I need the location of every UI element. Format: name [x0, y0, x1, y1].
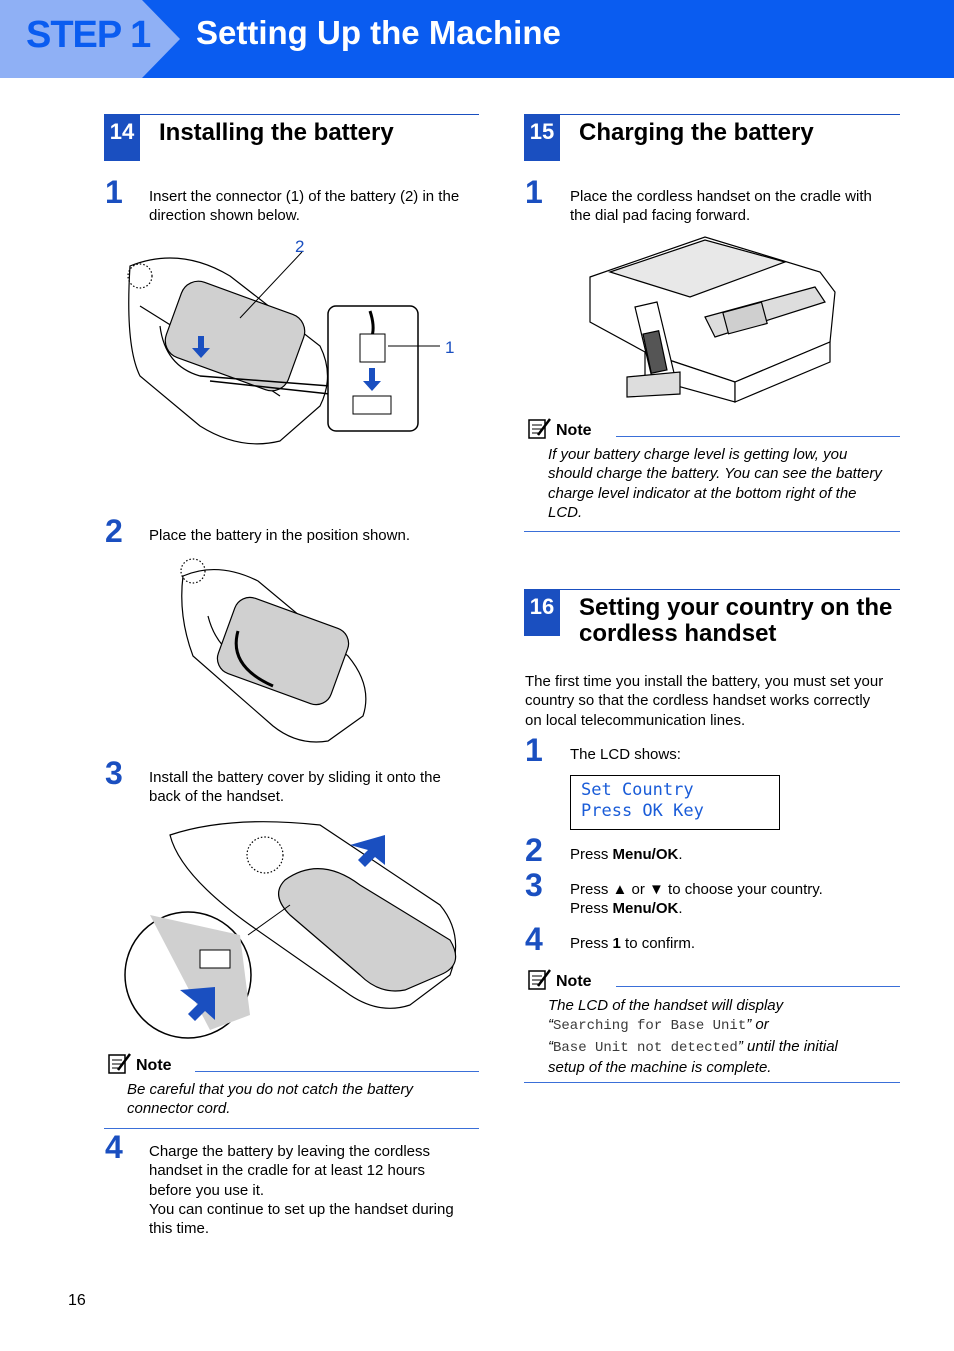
step-number: 1	[525, 174, 543, 210]
intro-text: The first time you install the battery, …	[525, 673, 884, 729]
step-number: 2	[105, 513, 123, 549]
section-rule	[524, 114, 900, 115]
note-icon	[528, 418, 551, 439]
section-title: Charging the battery	[579, 119, 814, 146]
step-number: 3	[525, 867, 543, 903]
callout-battery: 2	[295, 237, 304, 256]
note-text: Be careful that you do not catch the bat…	[127, 1081, 414, 1118]
note-rule	[524, 531, 900, 532]
note-label: Note	[556, 422, 592, 439]
step-text: The LCD shows:	[570, 746, 681, 763]
section-number: 16	[524, 590, 560, 636]
lcd-line: Set Country	[581, 780, 694, 800]
step-text: Charge the battery by leaving the cordle…	[149, 1143, 454, 1238]
note-rule	[524, 1082, 900, 1083]
page-number: 16	[68, 1292, 86, 1309]
step-number: 4	[525, 921, 543, 957]
machine-cradle-illustration	[589, 236, 836, 403]
step-text: Press Menu/OK.	[570, 846, 683, 863]
battery-position-illustration	[180, 558, 367, 743]
step-number: 1	[525, 732, 543, 768]
step-text: Press 1 to confirm.	[570, 935, 696, 952]
step-text: Install the battery cover by sliding it …	[149, 769, 441, 806]
note-icon	[108, 1053, 131, 1074]
note-label: Note	[136, 1057, 172, 1074]
battery-insert-illustration: 2 1	[127, 237, 454, 445]
battery-cover-illustration	[124, 821, 457, 1039]
step-number: 3	[105, 755, 123, 791]
step-label: STEP 1	[26, 14, 151, 56]
page-title: Setting Up the Machine	[196, 14, 561, 51]
note-rule	[195, 1071, 479, 1072]
step-number: 4	[105, 1129, 123, 1165]
callout-connector: 1	[445, 338, 454, 357]
step-text: Place the battery in the position shown.	[149, 527, 410, 544]
note-rule	[616, 436, 900, 437]
section-title: Installing the battery	[159, 119, 394, 146]
step-text: Press ▲ or ▼ to choose your country. Pre…	[570, 881, 823, 918]
section-rule	[524, 589, 900, 590]
note-text: If your battery charge level is getting …	[548, 446, 882, 521]
note-rule	[104, 1128, 479, 1129]
step-text: Insert the connector (1) of the battery …	[149, 188, 460, 225]
step-number: 1	[105, 174, 123, 210]
step-tab	[0, 0, 180, 78]
section-number: 15	[524, 115, 560, 161]
note-rule	[616, 986, 900, 987]
note-label: Note	[556, 973, 592, 990]
section-title: Setting your country on the cordless han…	[579, 594, 893, 647]
step-text: Place the cordless handset on the cradle…	[570, 188, 872, 225]
lcd-display: Set Country Press OK Key	[570, 775, 780, 830]
step-number: 2	[525, 832, 543, 868]
note-icon	[528, 969, 551, 990]
section-rule	[104, 114, 479, 115]
note-text: The LCD of the handset will display “Sea…	[548, 997, 838, 1076]
section-number: 14	[104, 115, 140, 161]
lcd-line: Press OK Key	[581, 801, 704, 821]
